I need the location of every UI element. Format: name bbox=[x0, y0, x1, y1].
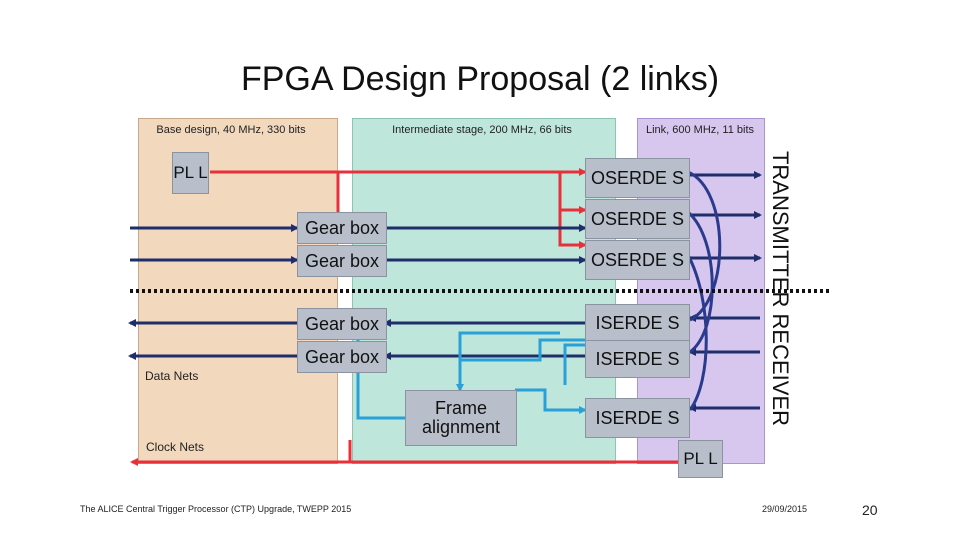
slide-date: 29/09/2015 bbox=[762, 504, 808, 514]
data-nets-label: Data Nets bbox=[145, 369, 199, 383]
iserdes-block-1: ISERDE S bbox=[585, 304, 690, 342]
pll-top-block: PL L bbox=[172, 152, 209, 194]
fa-net-3 bbox=[515, 388, 587, 414]
fa-net-5 bbox=[458, 331, 560, 390]
transmitter-receiver-label: TRANSMITTER RECEIVER bbox=[768, 150, 793, 427]
frame-alignment-nets bbox=[356, 331, 587, 420]
iserdes-block-3: ISERDE S bbox=[585, 398, 690, 438]
link-label: Link, 600 MHz, 11 bits bbox=[645, 124, 754, 136]
gear-box-2: Gear box bbox=[297, 245, 387, 277]
base-design-label: Base design, 40 MHz, 330 bits bbox=[156, 124, 306, 136]
gear-box-3: Gear box bbox=[297, 308, 387, 340]
fa-net-2 bbox=[563, 343, 585, 385]
link-feedback-loops bbox=[686, 170, 722, 411]
oserdes-block-2: OSERDE S bbox=[585, 199, 690, 239]
footer-text: The ALICE Central Trigger Processor (CTP… bbox=[80, 504, 352, 514]
loop-1 bbox=[687, 170, 722, 322]
clock-net-oserdes-3 bbox=[558, 210, 587, 249]
page-number: 20 bbox=[862, 502, 878, 518]
gear-box-1: Gear box bbox=[297, 212, 387, 244]
loop-2 bbox=[686, 210, 714, 354]
iserdes-block-2: ISERDE S bbox=[585, 340, 690, 378]
intermediate-stage-label: Intermediate stage, 200 MHz, 66 bits bbox=[392, 124, 572, 136]
receive-data-nets bbox=[128, 314, 760, 412]
loop-3 bbox=[686, 254, 708, 411]
clock-net-return bbox=[130, 450, 702, 466]
frame-alignment-block: Frame alignment bbox=[405, 390, 517, 446]
clock-nets-label: Clock Nets bbox=[146, 440, 205, 454]
gear-box-4: Gear box bbox=[297, 341, 387, 373]
pll-bottom-block: PL L bbox=[678, 440, 723, 478]
transmit-data-nets bbox=[130, 171, 762, 264]
oserdes-block-1: OSERDE S bbox=[585, 158, 690, 198]
slide-title: FPGA Design Proposal (2 links) bbox=[240, 60, 720, 98]
clock-net-oserdes-2 bbox=[558, 172, 587, 214]
oserdes-block-3: OSERDE S bbox=[585, 240, 690, 280]
